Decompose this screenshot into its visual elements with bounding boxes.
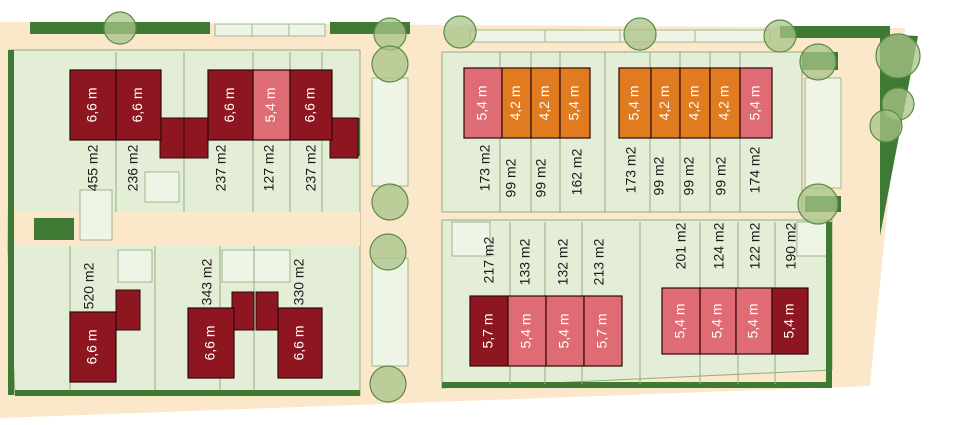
house-south-west-2[interactable] — [277, 307, 323, 379]
house-width-label-north-east-6: 4,2 m — [686, 85, 702, 120]
lot-area-north-west-2: 237 m2 — [213, 144, 229, 191]
lot-area-north-west-0: 455 m2 — [85, 144, 101, 191]
house-north-east-6[interactable] — [679, 67, 711, 139]
tree-10 — [371, 183, 409, 221]
house-north-west-1[interactable] — [115, 69, 162, 141]
lot-area-south-east-1: 133 m2 — [517, 238, 533, 285]
lot-area-north-east-6: 99 m2 — [681, 156, 697, 195]
house-width-label-south-east-3: 5,7 m — [594, 313, 610, 348]
house-north-west-0[interactable] — [69, 69, 117, 141]
house-width-label-south-east-5: 5,4 m — [709, 303, 725, 338]
lot-area-south-east-6: 122 m2 — [747, 222, 763, 269]
house-width-label-south-west-0: 6,6 m — [84, 329, 100, 364]
house-width-label-south-west-1: 6,6 m — [202, 325, 218, 360]
tree-8 — [869, 109, 903, 143]
house-annex-0 — [159, 117, 185, 159]
house-south-east-5[interactable] — [699, 287, 737, 355]
house-width-label-north-west-3: 5,4 m — [262, 87, 278, 122]
lot-area-north-east-0: 173 m2 — [477, 144, 493, 191]
lot-area-south-east-7: 190 m2 — [783, 222, 799, 269]
tree-5 — [799, 43, 837, 81]
tree-3 — [623, 17, 657, 51]
house-width-label-south-east-7: 5,4 m — [781, 303, 797, 338]
lot-area-north-east-5: 99 m2 — [651, 156, 667, 195]
house-annex-5 — [255, 291, 279, 331]
trees — [103, 11, 921, 403]
lot-area-south-east-3: 213 m2 — [591, 238, 607, 285]
house-north-east-0[interactable] — [463, 67, 503, 139]
lot-area-north-east-4: 173 m2 — [623, 146, 639, 193]
houses: 6,6 m 6,6 m 6,6 m 5,4 m 6,6 m 6,6 m 6,6 m 6,6 m… — [69, 67, 809, 383]
tree-2 — [443, 15, 477, 49]
lot-area-labels: 455 m2 236 m2 237 m2 127 m2 237 m2 520 m2 343 … — [81, 144, 799, 309]
house-width-label-north-east-0: 5,4 m — [474, 85, 490, 120]
tree-6 — [875, 33, 921, 79]
house-width-label-north-east-2: 4,2 m — [536, 85, 552, 120]
house-width-label-south-east-0: 5,7 m — [480, 313, 496, 348]
lot-area-south-east-0: 217 m2 — [481, 236, 497, 283]
lot-area-south-west-2: 330 m2 — [291, 258, 307, 305]
lot-area-south-east-4: 201 m2 — [673, 222, 689, 269]
house-north-west-2[interactable] — [207, 69, 254, 141]
lot-area-south-east-5: 124 m2 — [711, 222, 727, 269]
lot-area-north-east-8: 174 m2 — [747, 146, 763, 193]
house-annex-1 — [183, 117, 209, 159]
lot-area-north-west-1: 236 m2 — [125, 144, 141, 191]
house-width-label-south-east-1: 5,4 m — [518, 313, 534, 348]
lot-area-north-west-4: 237 m2 — [303, 144, 319, 191]
hedge-top-right — [780, 26, 890, 38]
house-width-label-north-east-5: 4,2 m — [656, 85, 672, 120]
lot-area-north-east-3: 162 m2 — [569, 148, 585, 195]
house-width-label-north-east-7: 4,2 m — [716, 85, 732, 120]
house-north-west-4[interactable] — [289, 69, 333, 141]
house-north-east-5[interactable] — [650, 67, 681, 139]
house-north-west-3[interactable] — [252, 69, 291, 141]
house-south-east-6[interactable] — [735, 287, 773, 355]
house-annex-4 — [231, 291, 255, 331]
tree-4 — [763, 19, 797, 53]
parking-strip-center — [79, 77, 842, 367]
house-width-label-north-west-2: 6,6 m — [221, 87, 237, 122]
house-north-east-4[interactable] — [618, 67, 652, 139]
house-width-label-north-west-1: 6,6 m — [129, 87, 145, 122]
house-width-label-south-east-6: 5,4 m — [745, 303, 761, 338]
house-north-east-2[interactable] — [530, 67, 561, 139]
house-width-label-north-west-4: 6,6 m — [302, 87, 318, 122]
tree-11 — [797, 183, 839, 225]
tree-13 — [369, 365, 407, 403]
tree-9 — [371, 45, 409, 83]
house-south-east-2[interactable] — [545, 295, 585, 367]
house-width-label-north-east-3: 5,4 m — [566, 85, 582, 120]
house-south-east-1[interactable] — [507, 295, 547, 367]
house-width-label-north-west-0: 6,6 m — [84, 87, 100, 122]
house-south-east-3[interactable] — [583, 295, 623, 367]
lot-area-south-west-0: 520 m2 — [81, 262, 97, 309]
house-south-east-7[interactable] — [771, 287, 809, 355]
lot-area-south-east-2: 132 m2 — [555, 238, 571, 285]
house-width-label-north-east-4: 5,4 m — [626, 85, 642, 120]
house-annex-2 — [329, 117, 359, 159]
lot-area-north-east-1: 99 m2 — [503, 158, 519, 197]
tree-1 — [373, 17, 407, 51]
house-north-east-8[interactable] — [739, 67, 773, 139]
house-south-west-1[interactable] — [187, 307, 235, 379]
house-north-east-7[interactable] — [709, 67, 741, 139]
house-south-west-0[interactable] — [69, 311, 117, 383]
lot-area-south-west-1: 343 m2 — [199, 258, 215, 305]
lot-area-north-east-2: 99 m2 — [533, 158, 549, 197]
lot-area-north-west-3: 127 m2 — [261, 144, 277, 191]
lot-area-north-east-7: 99 m2 — [713, 156, 729, 195]
house-north-east-3[interactable] — [559, 67, 591, 139]
house-width-label-north-east-8: 5,4 m — [747, 85, 763, 120]
house-width-label-south-east-4: 5,4 m — [672, 303, 688, 338]
house-width-label-south-east-2: 5,4 m — [556, 313, 572, 348]
tree-12 — [369, 233, 407, 271]
house-width-label-south-west-2: 6,6 m — [291, 325, 307, 360]
house-width-label-north-east-1: 4,2 m — [507, 85, 523, 120]
tree-0 — [103, 11, 137, 45]
house-annex-3 — [115, 289, 141, 331]
house-north-east-1[interactable] — [501, 67, 532, 139]
